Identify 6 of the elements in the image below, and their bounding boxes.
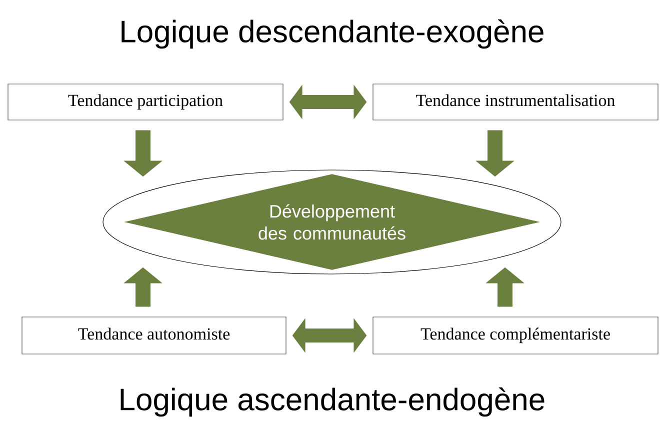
tendency-box: Tendance complémentariste	[372, 316, 658, 354]
bottom-heading: Logique ascendante-endogène	[120, 387, 544, 417]
tendency-box: Tendance autonomiste	[22, 316, 286, 354]
tendency-box: Tendance instrumentalisation	[372, 84, 658, 120]
tendency-box: Tendance participation	[8, 84, 284, 120]
title: Logique descendante-exogène	[122, 19, 544, 49]
